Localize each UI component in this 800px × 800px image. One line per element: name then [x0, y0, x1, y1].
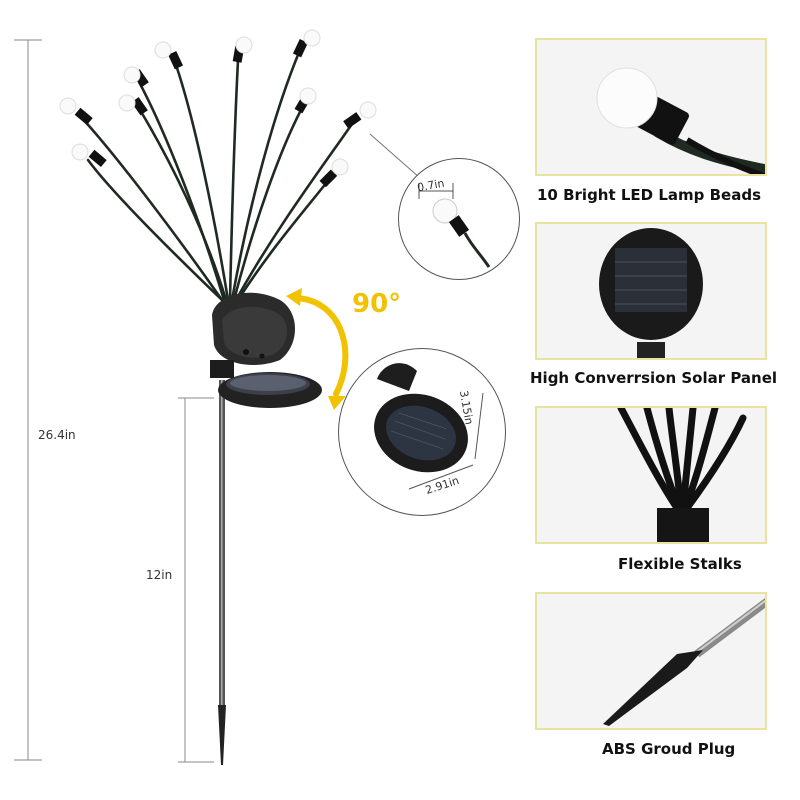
rotation-arrow [293, 295, 349, 397]
total-height-label: 26.4in [38, 428, 76, 442]
feature-panel-stalks [535, 406, 767, 544]
caption-solar: High Converrsion Solar Panel [530, 369, 778, 387]
led-beads [59, 29, 377, 176]
solar-head-rotated [212, 292, 295, 365]
panel-zoom-bubble: 3.15in 2.91in [338, 348, 506, 516]
stalks [80, 48, 354, 302]
zoom-led-bead [432, 198, 458, 224]
bead-zoom-bubble: 0.7in [398, 158, 520, 280]
bead-sockets [74, 39, 362, 188]
led-bead-closeup [596, 67, 658, 129]
caption-stalks: Flexible Stalks [618, 555, 742, 573]
caption-ground-plug: ABS Groud Plug [602, 740, 736, 758]
caption-led-beads: 10 Bright LED Lamp Beads [537, 186, 762, 204]
feature-panel-ground-plug [535, 592, 767, 730]
stake-closeup [694, 598, 765, 658]
stake-tip [218, 705, 226, 765]
rotation-label: 90° [352, 289, 402, 319]
stalks-closeup [617, 408, 747, 512]
feature-panel-led-beads [535, 38, 767, 176]
feature-panel-solar [535, 222, 767, 360]
ground-plug-closeup [603, 650, 703, 726]
stake-height-label: 12in [146, 568, 173, 582]
solar-panel-tray [218, 372, 322, 408]
